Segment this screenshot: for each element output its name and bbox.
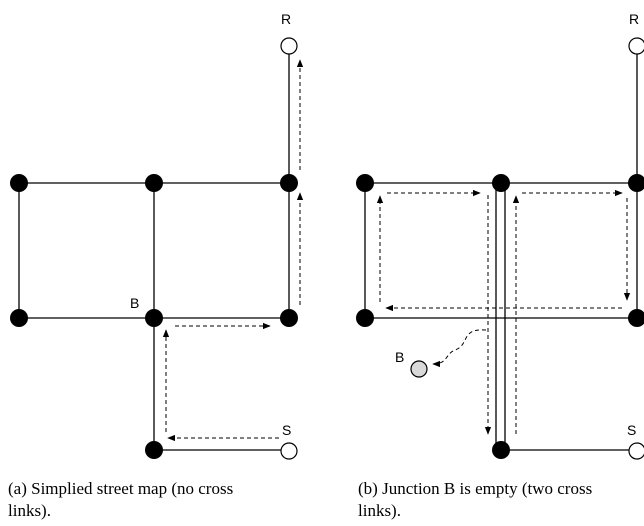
junction-dot — [356, 309, 374, 327]
junction-dot — [280, 309, 298, 327]
junction-dot — [356, 174, 374, 192]
label-b: B — [395, 349, 404, 365]
displacement-arrow — [432, 329, 487, 368]
junction-dot — [145, 174, 163, 192]
panel-b-streets — [364, 48, 640, 451]
caption-a: (a) Simplied street map (no cross links)… — [8, 479, 234, 520]
panel-b-junctions — [356, 174, 644, 459]
panel-b-diagram: R B S — [356, 11, 644, 460]
endpoint-s — [280, 442, 298, 460]
endpoint-r — [280, 37, 298, 55]
caption-b: (b) Junction B is empty (two cross links… — [358, 479, 593, 520]
junction-dot — [492, 174, 510, 192]
endpoint-r — [628, 37, 644, 55]
panel-a-streets — [18, 48, 290, 451]
junction-dot — [492, 441, 510, 459]
junction-dot — [10, 174, 28, 192]
junction-dot — [145, 441, 163, 459]
street-map-figure: R B S — [10, 11, 644, 460]
label-r: R — [629, 11, 639, 27]
label-s: S — [282, 422, 291, 438]
junction-dot — [628, 309, 644, 327]
label-r: R — [281, 11, 291, 27]
panel-a-route — [162, 59, 304, 442]
junction-dot — [10, 309, 28, 327]
empty-junction-b — [410, 360, 428, 378]
panel-a-junctions — [10, 174, 298, 459]
panel-b-route — [376, 189, 631, 435]
label-s: S — [627, 422, 636, 438]
endpoint-s — [628, 442, 644, 460]
label-b: B — [130, 295, 139, 311]
junction-b-dot — [145, 309, 163, 327]
junction-dot — [628, 174, 644, 192]
junction-dot — [280, 174, 298, 192]
panel-a-diagram: R B S — [10, 11, 304, 460]
